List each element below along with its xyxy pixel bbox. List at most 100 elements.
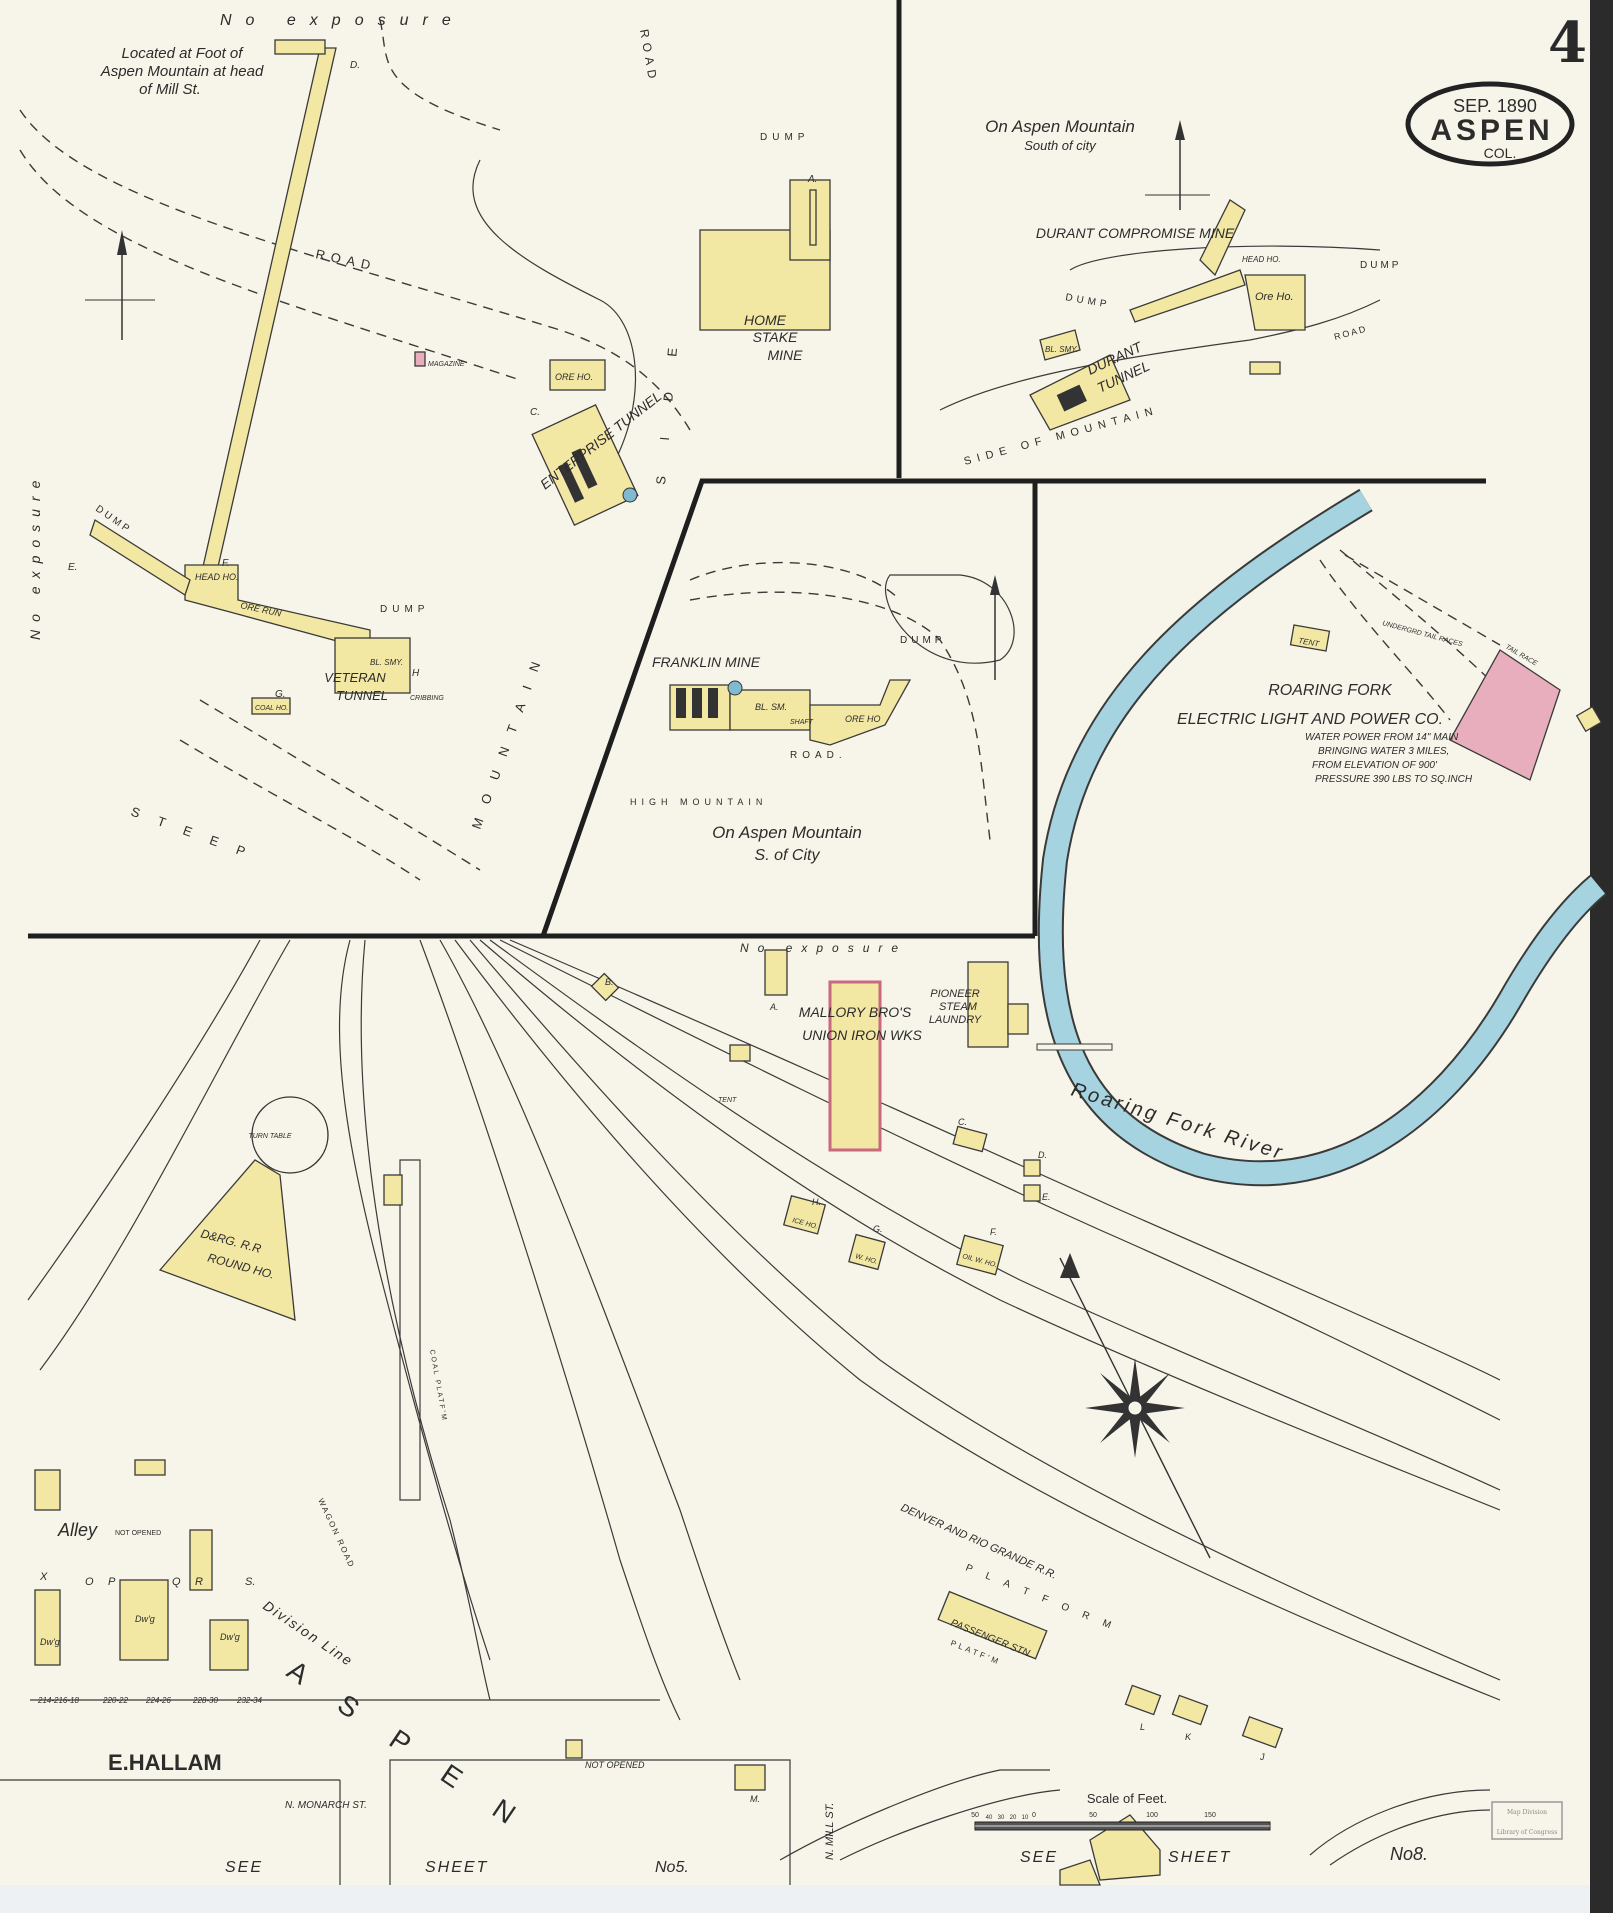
franklin-labels: FRANKLIN MINE ROAD. HIGH MOUNTAIN On Asp…: [630, 635, 945, 864]
bridge: [1036, 1043, 1113, 1051]
north-arrow-icon: [85, 230, 155, 340]
building-letter: J: [1259, 1752, 1265, 1762]
home-stake-label: MINE: [768, 347, 804, 363]
building-letter: A.: [769, 1002, 779, 1012]
tent-label: TENT: [718, 1097, 737, 1104]
location-label: On Aspen Mountain: [985, 117, 1135, 136]
roaring-fork-river: [1036, 488, 1607, 1187]
scale-tick: 0: [1032, 1812, 1036, 1819]
cartouche-city: ASPEN: [1430, 114, 1553, 147]
lot-letter: Q: [172, 1576, 181, 1588]
address-number: 214-216-18: [37, 1696, 79, 1705]
tent-label: TENT: [1298, 636, 1321, 649]
right-edge: [1590, 0, 1613, 1913]
power-plant-features: [1289, 549, 1603, 781]
lot-letter: X: [39, 1571, 48, 1583]
scale-tick: 40: [986, 1815, 993, 1821]
see-sheet-label: No5.: [655, 1859, 689, 1876]
power-note: PRESSURE 390 LBS TO SQ.INCH: [1315, 774, 1473, 785]
dump-label: DUMP: [380, 604, 429, 615]
blacksmith-label: BL. SMY.: [370, 658, 403, 667]
ore-house-label: ORE HO: [845, 714, 881, 724]
scale-tick: 20: [1010, 1815, 1017, 1821]
laundry-label: STEAM: [939, 1001, 978, 1013]
power-company-label: ROARING FORK: [1268, 682, 1393, 699]
magazine-building: [414, 351, 426, 367]
building-letter: E.: [1042, 1192, 1051, 1202]
location-label: South of city: [1024, 138, 1097, 153]
building-letter: F.: [222, 558, 230, 569]
address-number: 228-30: [192, 1696, 218, 1705]
building-letter: C.: [958, 1117, 967, 1127]
location-note-line: Aspen Mountain at head: [100, 63, 264, 80]
high-mountain-label: HIGH MOUNTAIN: [630, 797, 767, 807]
lot-letter: P: [108, 1576, 116, 1588]
laundry-label: LAUNDRY: [929, 1014, 982, 1026]
power-company-label: ELECTRIC LIGHT AND POWER CO.: [1177, 711, 1443, 728]
home-stake-label: HOME: [744, 312, 787, 328]
alley-note-label: NOT OPENED: [115, 1530, 161, 1537]
building-letter: A.: [807, 174, 817, 185]
ore-house-label: ORE HO.: [555, 372, 593, 382]
address-number: 220-22: [102, 1696, 128, 1705]
building-letter: M.: [750, 1794, 760, 1804]
building-letter: G.: [873, 1224, 883, 1234]
building-letter: H.: [812, 1197, 821, 1207]
dwelling-label: Dw'g: [135, 1614, 155, 1624]
water-tank: [622, 487, 638, 503]
dump-label: DUMP: [760, 132, 809, 143]
dump-label: DUMP: [900, 635, 945, 646]
see-sheet-label: SEE: [225, 1859, 263, 1876]
power-house: [1449, 649, 1561, 781]
street-label-mill: N. MILL ST.: [824, 1803, 836, 1860]
building-letter: G.: [275, 689, 286, 700]
blacksmith-label: BL. SMY.: [1045, 345, 1078, 354]
not-opened-label: NOT OPENED: [585, 1760, 645, 1770]
panel-borders: [28, 0, 1486, 939]
street-label-e-hallam: E.HALLAM: [108, 1750, 222, 1775]
cartouche-date: SEP. 1890: [1453, 96, 1537, 116]
no-exposure-label: No exposure: [220, 12, 465, 29]
round-house: [158, 1159, 296, 1321]
franklin-mine-label: FRANKLIN MINE: [652, 654, 761, 670]
blacksmith-label: BL. SM.: [755, 702, 787, 712]
shaft-label: SHAFT: [790, 719, 814, 726]
library-stamp: Map Division Library of Congress: [1491, 1801, 1563, 1840]
compass-rose-icon: [1059, 1253, 1211, 1559]
durant-compromise-label: DURANT COMPROMISE MINE: [1036, 225, 1235, 241]
franklin-features: [669, 561, 1015, 841]
cartouche-state: COL.: [1484, 145, 1517, 161]
street-label-monarch: N. MONARCH ST.: [285, 1800, 367, 1811]
location-label: On Aspen Mountain: [712, 823, 862, 842]
head-house-label: HEAD HO.: [195, 572, 239, 582]
building-letter: D.: [350, 60, 360, 71]
scale-tick: 150: [1204, 1812, 1216, 1819]
location-label: S. of City: [755, 847, 821, 864]
road-label: ROAD.: [790, 750, 847, 761]
building-letter: K: [1185, 1732, 1192, 1742]
address-number: 232-34: [236, 1696, 262, 1705]
scale-tick: 50: [971, 1812, 979, 1819]
alley-label: Alley: [57, 1520, 98, 1540]
scale-tick: 10: [1022, 1815, 1029, 1821]
lot-letter: S.: [245, 1576, 255, 1588]
ore-house-label: Ore Ho.: [1255, 291, 1294, 303]
passenger-station: [937, 1590, 1048, 1660]
scale-tick: 30: [998, 1815, 1005, 1821]
veteran-tunnel-label: TUNNEL: [336, 688, 388, 703]
mallory-iron-works: [828, 980, 882, 1152]
building-letter: E.: [68, 562, 77, 573]
veteran-tunnel-label: VETERAN: [324, 670, 386, 685]
sheet-number: 4: [1548, 10, 1587, 76]
dwelling-label: Dw'g: [220, 1632, 240, 1642]
top-right-features: [939, 120, 1381, 431]
no-exposure-label: No exposure: [27, 473, 43, 640]
building-letter: B.: [605, 977, 614, 987]
stamp-line: Library of Congress: [1497, 1829, 1558, 1836]
building-letter: C.: [530, 407, 540, 418]
turn-table-label: TURN TABLE: [248, 1133, 291, 1140]
location-note-line: of Mill St.: [139, 81, 201, 98]
dwelling-label: Dw'g: [40, 1637, 60, 1647]
